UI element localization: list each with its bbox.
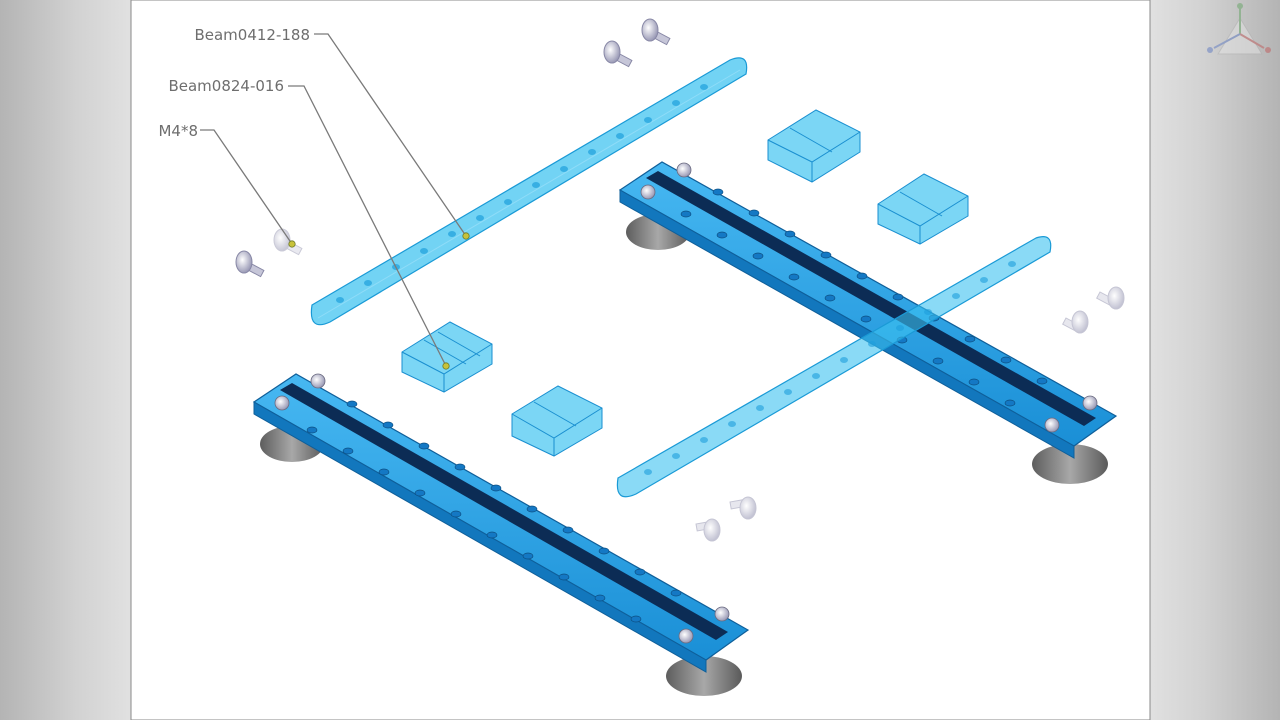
slide-rail-left [252, 373, 750, 696]
callout-beam0412-188: Beam0412-188 [194, 26, 470, 240]
rail-foot [666, 656, 742, 696]
screw [1062, 310, 1089, 334]
rail-end-screws [274, 373, 730, 644]
screw [695, 518, 721, 542]
rail-end-screws [640, 162, 1098, 433]
beam-lower-translucent [616, 236, 1052, 498]
screw [1096, 286, 1125, 310]
callout-m4x8: M4*8 [158, 122, 296, 248]
beam-upper-translucent [310, 57, 748, 326]
callout-beam0824-016: Beam0824-016 [168, 77, 450, 370]
screw [603, 40, 633, 68]
bracket-block [877, 173, 969, 245]
screw [235, 250, 265, 278]
callout-label: M4*8 [158, 122, 198, 140]
view-cube-icon[interactable] [1207, 3, 1271, 55]
screw [729, 496, 757, 520]
screw [641, 18, 671, 46]
bracket-block [401, 321, 493, 393]
bracket-block [767, 109, 861, 183]
slide-rail-right [618, 161, 1118, 484]
callout-label: Beam0412-188 [194, 26, 310, 44]
callout-label: Beam0824-016 [168, 77, 284, 95]
bracket-block [511, 385, 603, 457]
rail-foot [1032, 444, 1108, 484]
